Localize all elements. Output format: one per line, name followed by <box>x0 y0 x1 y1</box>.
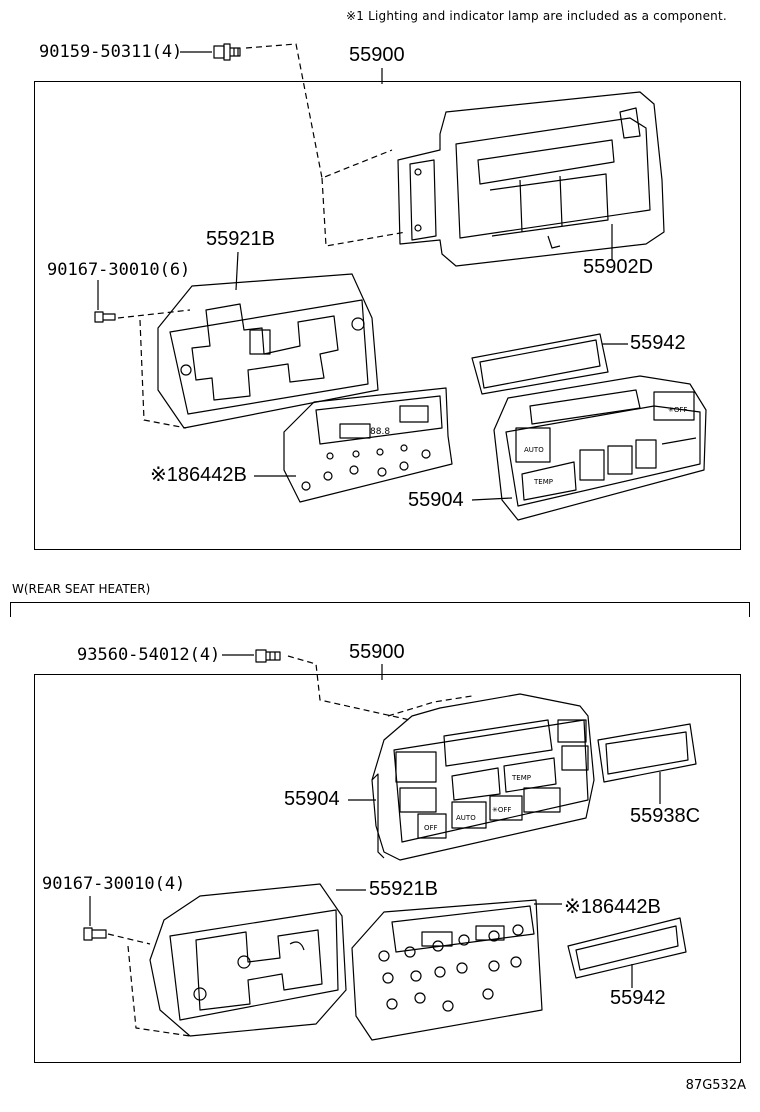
label-upper-panel-screw: 90167-30010(6) <box>47 260 191 280</box>
lower-glass-illustration <box>567 917 687 979</box>
section-bracket <box>10 602 750 617</box>
upper-ac-off-label: ✳OFF <box>668 406 687 414</box>
label-upper-glass: 55942 <box>630 332 686 354</box>
label-lower-glass: 55942 <box>610 987 666 1009</box>
drawing-code: 87G532A <box>685 1078 746 1093</box>
upper-board-illustration <box>283 387 453 503</box>
lower-ac-off-label: ✳OFF <box>492 806 511 814</box>
upper-panel-screw-icon <box>94 311 116 323</box>
section-label: W(REAR SEAT HEATER) <box>12 582 151 596</box>
lower-glass-c-illustration <box>597 723 697 783</box>
upper-panel-illustration <box>157 273 379 429</box>
lower-diagram-frame <box>34 674 741 1063</box>
upper-temp-button-label: TEMP <box>533 478 553 486</box>
label-lower-panel: 55921B <box>369 878 438 900</box>
upper-control-illustration <box>493 375 707 521</box>
label-upper-board: ※186442B <box>150 464 247 486</box>
lower-temp-button-label: TEMP <box>511 774 531 782</box>
upper-auto-button-label: AUTO <box>524 446 544 454</box>
lower-auto-button-label: AUTO <box>456 814 476 822</box>
upper-screw-icon <box>213 43 241 61</box>
label-lower-control: 55904 <box>284 788 340 810</box>
upper-display-value: 88.8 <box>370 427 390 437</box>
label-lower-panel-screw: 90167-30010(4) <box>42 874 186 894</box>
lower-screw-icon <box>255 649 281 663</box>
component-note: ※1 Lighting and indicator lamp are inclu… <box>346 9 727 23</box>
lower-board-illustration <box>351 899 543 1041</box>
label-lower-assembly: 55900 <box>349 641 405 663</box>
label-upper-control: 55904 <box>408 489 464 511</box>
upper-diagram-frame <box>34 81 741 550</box>
lower-control-illustration <box>371 693 595 861</box>
lower-panel-illustration <box>149 883 347 1037</box>
label-lower-board: ※186442B <box>564 896 661 918</box>
lower-off-button-label: OFF <box>424 824 438 832</box>
label-upper-screw: 90159-50311(4) <box>39 42 183 62</box>
label-upper-bracket: 55902D <box>583 256 654 278</box>
label-lower-screw: 93560-54012(4) <box>77 645 221 665</box>
label-lower-glass-c: 55938C <box>630 805 701 827</box>
label-upper-assembly: 55900 <box>349 44 405 66</box>
upper-bracket-illustration <box>397 91 665 267</box>
lower-panel-screw-icon <box>83 927 107 941</box>
label-upper-panel: 55921B <box>206 228 275 250</box>
upper-glass-illustration <box>471 333 609 395</box>
